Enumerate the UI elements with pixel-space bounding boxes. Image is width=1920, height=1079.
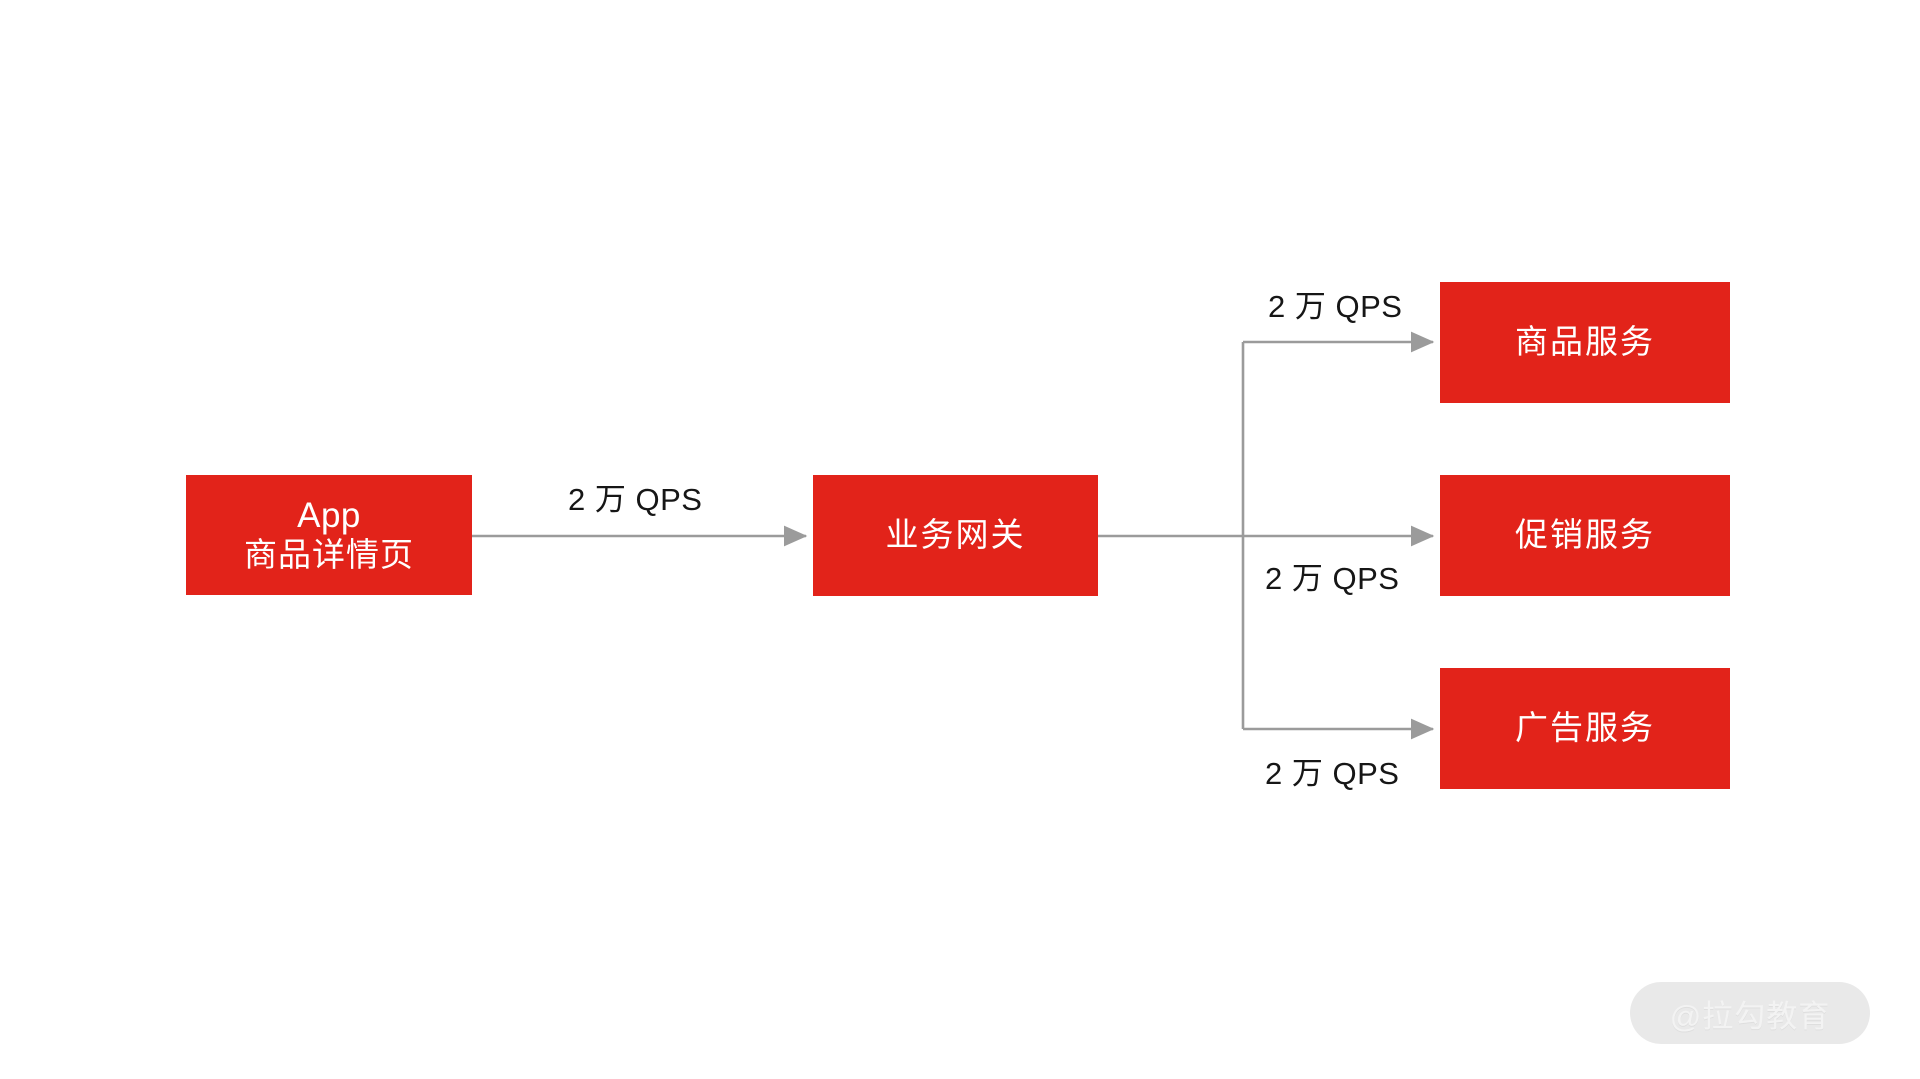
node-product-service[interactable]: 商品服务 (1440, 282, 1730, 403)
node-business-gateway[interactable]: 业务网关 (813, 475, 1098, 596)
node-business-gateway-label: 业务网关 (885, 516, 1026, 554)
node-app-subtitle: 商品详情页 (244, 536, 414, 574)
watermark-badge: @拉勾教育 (1630, 982, 1870, 1044)
edge-label-gateway-to-ad: 2 万 QPS (1265, 756, 1400, 791)
node-app-title: App (297, 495, 361, 535)
watermark-text: @拉勾教育 (1669, 998, 1831, 1034)
node-promotion-service-label: 促销服务 (1515, 516, 1655, 554)
edge-label-gateway-to-promotion: 2 万 QPS (1265, 561, 1400, 596)
edge-label-gateway-to-product: 2 万 QPS (1268, 289, 1403, 324)
node-promotion-service[interactable]: 促销服务 (1440, 475, 1730, 596)
node-product-service-label: 商品服务 (1515, 323, 1655, 361)
node-ad-service[interactable]: 广告服务 (1440, 668, 1730, 789)
edge-label-app-to-gateway: 2 万 QPS (568, 482, 703, 517)
node-ad-service-label: 广告服务 (1515, 709, 1655, 747)
node-app[interactable]: App 商品详情页 (186, 475, 472, 595)
